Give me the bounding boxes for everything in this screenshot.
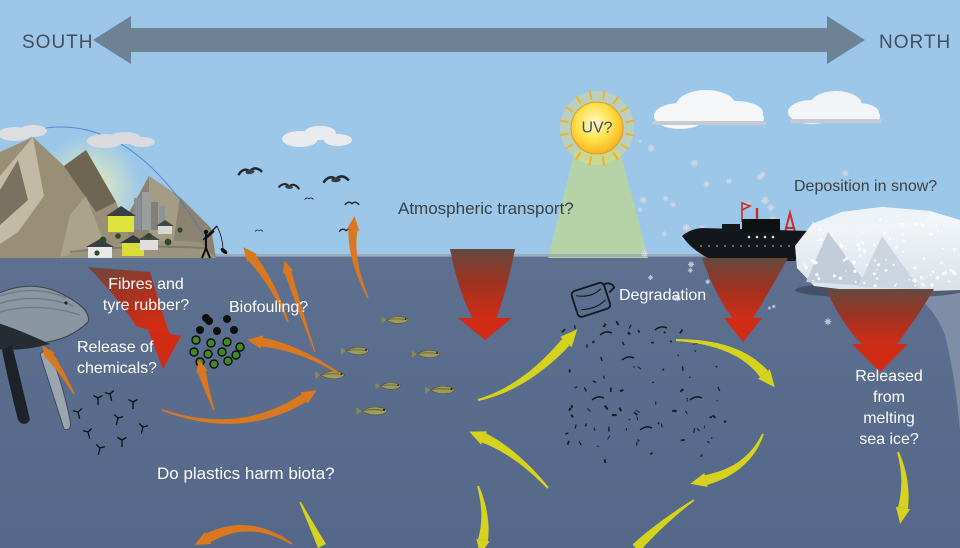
red-arrow-sea-ice [826, 289, 934, 372]
yellow-arrow-right-down [895, 451, 911, 524]
fish-icon [375, 380, 402, 390]
fish-icon [381, 314, 409, 324]
coastal-village [9, 126, 228, 259]
yellow-circulation-arrows [299, 329, 911, 548]
trees [94, 227, 183, 256]
orange-arrow-bottom-arc [194, 525, 293, 545]
orange-arrow-fish-to-particles [247, 335, 341, 375]
bird-icon [344, 201, 360, 206]
whale-icon [0, 285, 89, 430]
yellow-arrow-bottom-tail-left [299, 501, 326, 548]
plastic-debris [561, 320, 727, 464]
red-input-arrows [88, 249, 934, 372]
orange-arrow-fish-to-shore [282, 260, 316, 353]
bird-icon [322, 175, 350, 184]
mountains [0, 136, 216, 258]
plastic-container-icon [570, 281, 616, 318]
orange-arrow-zooplankton-up [196, 359, 215, 411]
yellow-arrow-fish-to-debris [477, 329, 578, 401]
red-arrow-runoff [88, 267, 181, 369]
sun-icon [559, 90, 635, 166]
orange-biota-arrows [42, 216, 369, 545]
zooplankton [72, 390, 149, 455]
bird-icon [277, 183, 301, 190]
yellow-arrow-center-down [476, 485, 490, 548]
yellow-arrow-return-left [690, 433, 764, 487]
red-arrow-atmospheric [450, 249, 515, 340]
orange-arrow-to-birds-right [346, 216, 369, 299]
bird-icon [304, 197, 314, 200]
yellow-arrow-debris-down [676, 339, 775, 388]
fisherman-icon [201, 225, 228, 259]
cloud-icon [87, 132, 155, 148]
orange-arrow-to-birds-left [243, 247, 289, 323]
biofouled-particles [189, 314, 245, 369]
seabirds [237, 167, 360, 233]
orange-arrow-to-whale [42, 345, 75, 395]
fishing-vessel-icon [682, 202, 810, 261]
cloud-icon [0, 125, 47, 141]
city-towers [134, 192, 165, 230]
south-north-compass-arrow [93, 16, 865, 64]
yellow-arrow-bottom-tail-right [632, 499, 695, 548]
red-arrow-ship [702, 258, 788, 342]
uv-beam [548, 150, 648, 258]
cloud-icon [282, 126, 352, 147]
cloud-icon [788, 91, 882, 124]
clouds [0, 90, 882, 148]
fish-icon [425, 383, 455, 395]
fish-icon [412, 348, 441, 358]
bird-icon [237, 167, 263, 176]
fish-icon [341, 345, 370, 355]
orange-arrow-zooplankton-to-fish [161, 390, 317, 424]
yellow-arrow-up-left [469, 431, 549, 489]
bird-icon [254, 229, 264, 232]
fish-school [315, 314, 455, 416]
cloud-icon [652, 90, 766, 129]
fish-icon [356, 404, 388, 416]
sea-ice-iceberg [795, 207, 960, 430]
